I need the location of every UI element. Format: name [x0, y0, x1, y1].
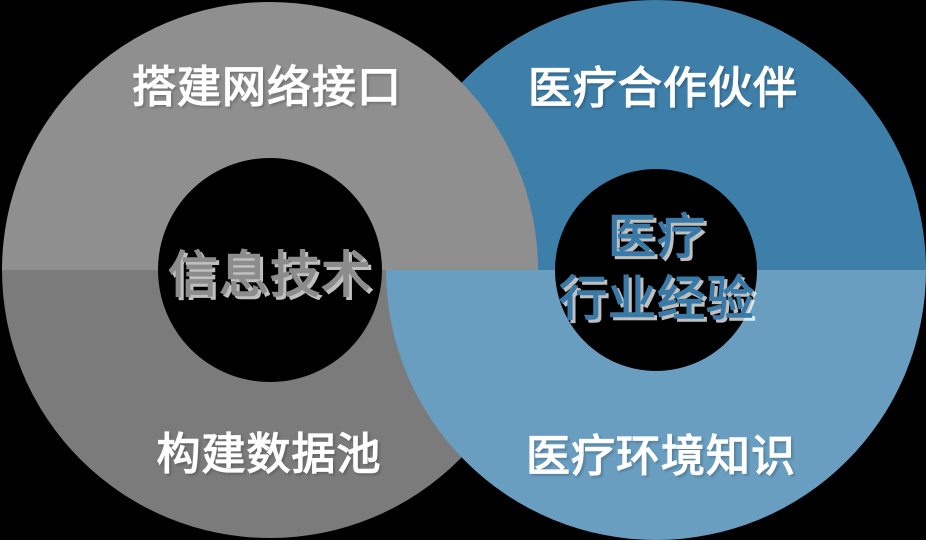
right-ring-bottom-segment: [386, 270, 926, 540]
left-ring-top-segment: [2, 2, 538, 270]
